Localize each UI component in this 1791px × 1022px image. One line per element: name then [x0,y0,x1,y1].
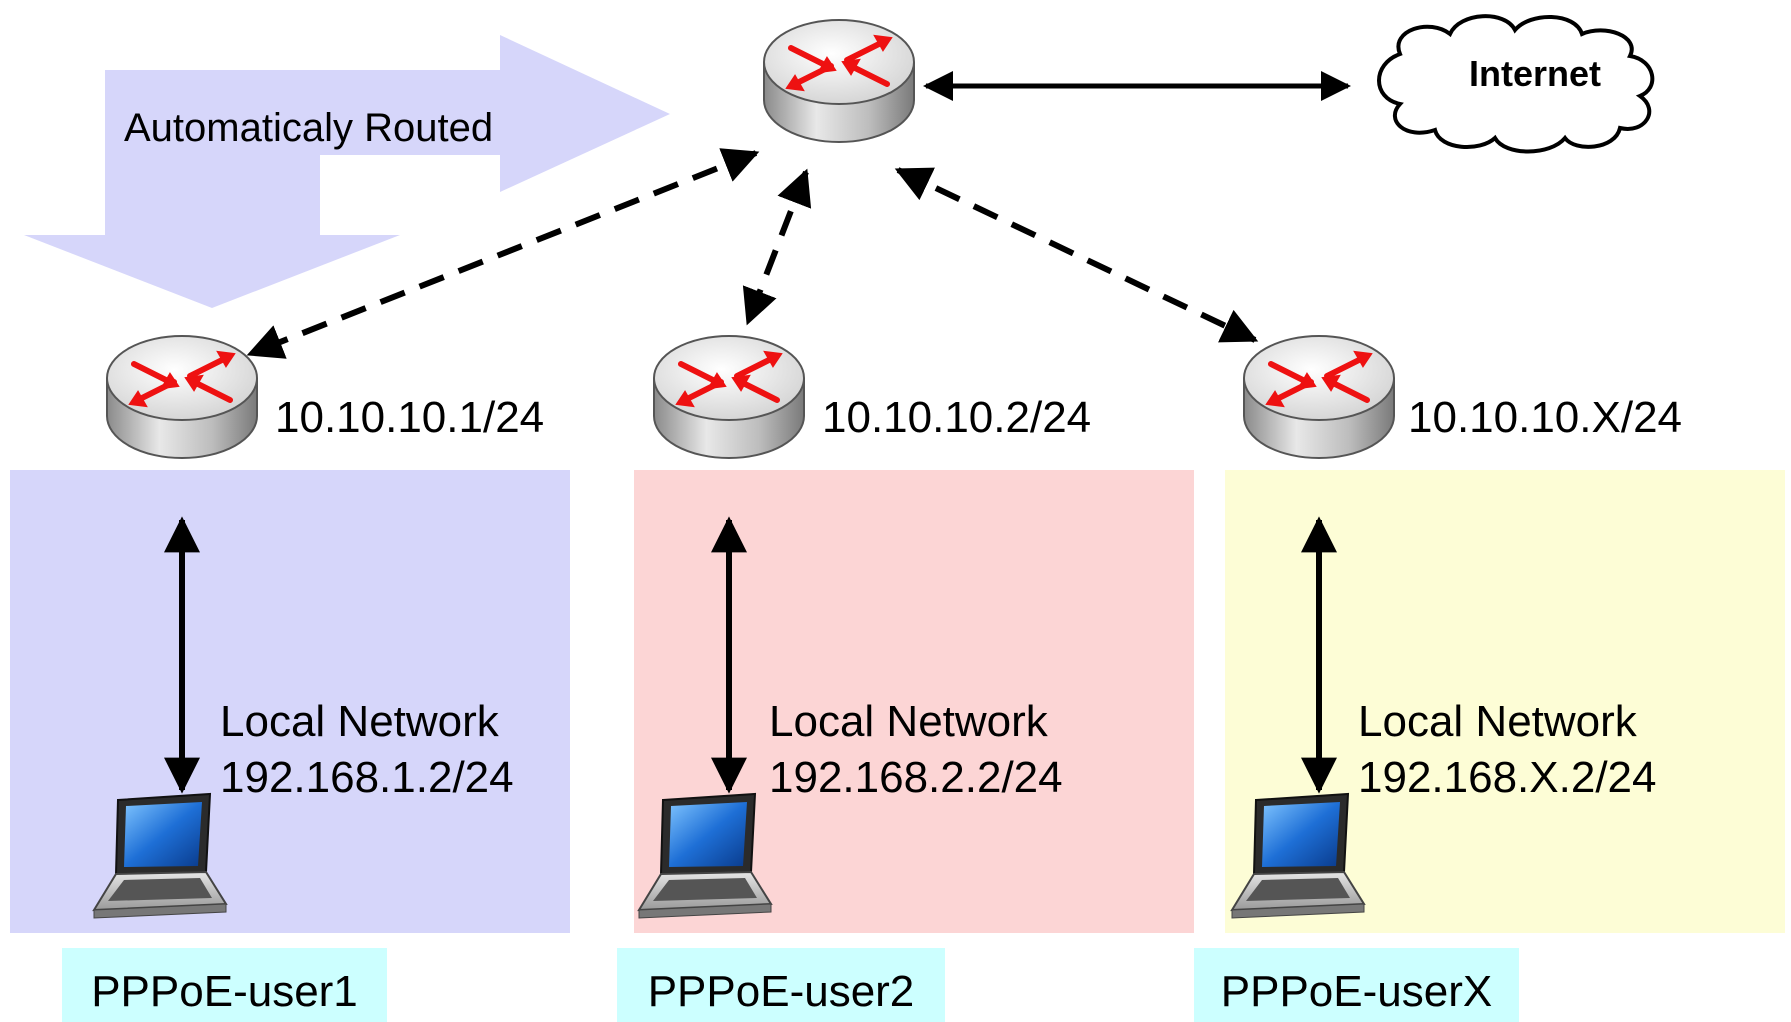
wan-link-2 [742,168,812,326]
core-router-icon [764,20,914,142]
site-panel-1 [10,470,570,933]
wan-ip-label: 10.10.10.1/24 [275,393,544,442]
lan-ip-label: 192.168.1.2/24 [220,753,514,802]
user-label-box [62,948,387,1022]
wan-ip-label: 10.10.10.X/24 [1408,393,1682,442]
pppoe-user-label: PPPoE-userX [1221,967,1492,1016]
lan-network-label: Local Network [1358,697,1638,746]
user-label-box [1194,948,1519,1022]
lan-ip-label: 192.168.2.2/24 [769,753,1063,802]
internet-cloud-icon [1377,14,1655,154]
pppoe-user-label: PPPoE-user1 [91,967,358,1016]
wan-link-1 [246,148,760,359]
internet-label: Internet [1469,53,1601,94]
user-label-box [617,948,945,1022]
router-icon [1244,336,1394,458]
lan-ip-label: 192.168.X.2/24 [1358,753,1656,802]
lan-network-label: Local Network [220,697,500,746]
wan-link-x [894,167,1259,343]
router-icon [654,336,804,458]
wan-ip-label: 10.10.10.2/24 [822,393,1091,442]
lan-network-label: Local Network [769,697,1049,746]
pppoe-user-label: PPPoE-user2 [648,967,915,1016]
router-icon [107,336,257,458]
auto-routed-arrow [24,35,670,308]
auto-routed-label: Automaticaly Routed [124,106,493,150]
